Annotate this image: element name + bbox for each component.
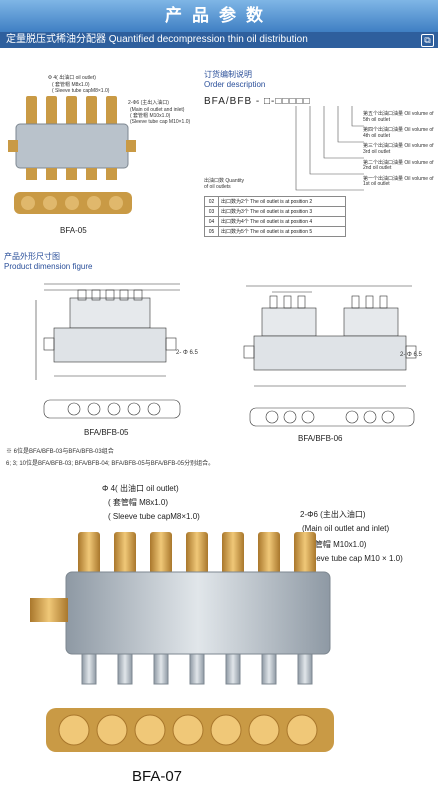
small-brass-fittings [26,96,117,126]
small-note-6: ( 套管帽 M10x1.0) [130,113,171,119]
subtitle-text: 定量脱压式稀油分配器 Quantified decompression thin… [6,34,308,45]
banner-title: 产品参数 [165,6,273,26]
hole-label-left: 2- Φ 6.5 [176,350,198,356]
quantity-label: 出油口数 Quantity of oil outlets [204,178,245,190]
small-distributor-photo [8,96,136,214]
large-brass-fittings [78,532,316,574]
position-1: 第一个出油口油量 Oil volume of 1st oil outlet [363,175,434,188]
small-note-4: 2-Φ6 (主出入油口) [128,100,169,106]
position-5: 第五个出油口油量 Oil volume of 5th oil outlet [363,111,434,123]
large-label-right-4: (Sleeve tube cap M10 × 1.0) [302,554,403,563]
dimension-drawing-left [35,283,181,419]
large-piston-columns [81,653,313,685]
footnote-2: 6; 3; 10位是BFA/BFB-03; BFA/BFB-04; BFA/BF… [6,461,215,467]
order-position-list: 第五个出油口油量 Oil volume of 5th oil outlet 第四… [363,111,438,193]
link-icon[interactable]: ⧉ [421,34,434,47]
position-3: 第三个出油口油量 Oil volume of 3rd oil outlet [363,143,434,155]
small-photo-caption: BFA-05 [60,226,87,235]
position-2: 第二个出油口油量 Oil volume of 2nd oil outlet [363,159,434,172]
small-note-3: ( Sleeve tube capM8×1.0) [52,88,110,94]
small-note-5: (Main oil outlet and inlet) [130,107,185,113]
small-note-1: Φ 4( 出油口 oil outlet) [48,75,96,81]
large-distributor-photo [30,532,331,685]
large-sleeve-caps [46,708,334,752]
dimension-heading-en: Product dimension figure [4,262,93,271]
subtitle-bar: 定量脱压式稀油分配器 Quantified decompression thin… [0,32,438,48]
dimension-caption-left: BFA/BFB-05 [84,428,129,437]
order-heading-cn: 订货编制说明 [204,70,252,79]
large-label-right-3: ( 套管帽 M10x1.0) [302,540,367,549]
small-note-7: (Sleeve tube cap M10×1.0) [130,119,191,125]
large-label-right-2: (Main oil outlet and inlet) [302,524,390,533]
small-note-2: ( 套管帽 M8x1.0) [52,82,90,88]
position-4: 第四个出油口油量 Oil volume of 4th oil outlet [363,127,434,139]
small-sleeve-caps [14,192,132,214]
dimension-drawing-right [243,285,417,427]
large-label-left-2: ( 套管帽 M8x1.0) [108,498,169,507]
order-leader-lines [295,106,364,191]
large-label-right-1: 2-Φ6 (主出入油口) [300,510,366,519]
order-model-code: BFA/BFB - □-□□□□□ [204,96,311,107]
dimension-heading-cn: 产品外形尺寸图 [4,252,60,261]
hole-label-right: 2- Φ 6.5 [400,352,422,358]
large-label-left-3: ( Sleeve tube capM8×1.0) [108,512,200,521]
dimension-caption-right: BFA/BFB-06 [298,434,343,443]
large-photo-caption: BFA-07 [132,768,183,785]
order-heading-en: Order description [204,80,266,89]
footnote-1: ※ 6位是BFA/BFB-03与BFA/BFB-03组合 [6,449,114,455]
large-label-left-1: Φ 4( 出油口 oil outlet) [102,484,179,493]
banner: 产品参数 [0,0,438,32]
